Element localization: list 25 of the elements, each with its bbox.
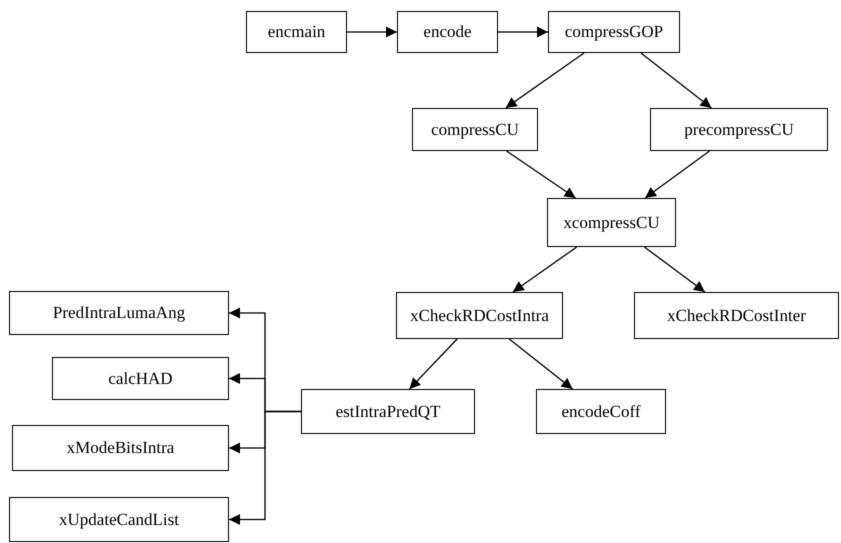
function-box: precompressCU	[650, 108, 828, 151]
function-box: xUpdateCandList	[9, 497, 229, 542]
arrow	[498, 26, 548, 38]
function-box: estIntraPredQT	[301, 389, 475, 434]
arrow	[640, 52, 712, 109]
arrow	[347, 26, 397, 38]
function-box: encmain	[246, 11, 347, 53]
arrow	[512, 246, 578, 293]
function-box: xCheckRDCostInter	[634, 292, 839, 339]
function-box: compressGOP	[548, 11, 680, 53]
arrow	[229, 410, 301, 525]
arrow	[408, 338, 458, 390]
arrow	[506, 150, 576, 199]
function-box: xcompressCU	[547, 198, 676, 247]
function-box: xModeBitsIntra	[12, 425, 229, 471]
function-box: encode	[397, 11, 498, 53]
arrow	[644, 246, 706, 293]
arrow	[508, 338, 573, 390]
function-box: compressCU	[412, 108, 538, 151]
function-box: encodeCoff	[536, 389, 666, 434]
arrow	[644, 150, 710, 199]
function-box: xCheckRDCostIntra	[396, 292, 563, 339]
function-box: calcHAD	[52, 357, 229, 400]
arrow	[505, 52, 584, 109]
function-box: PredIntraLumaAng	[9, 291, 229, 335]
